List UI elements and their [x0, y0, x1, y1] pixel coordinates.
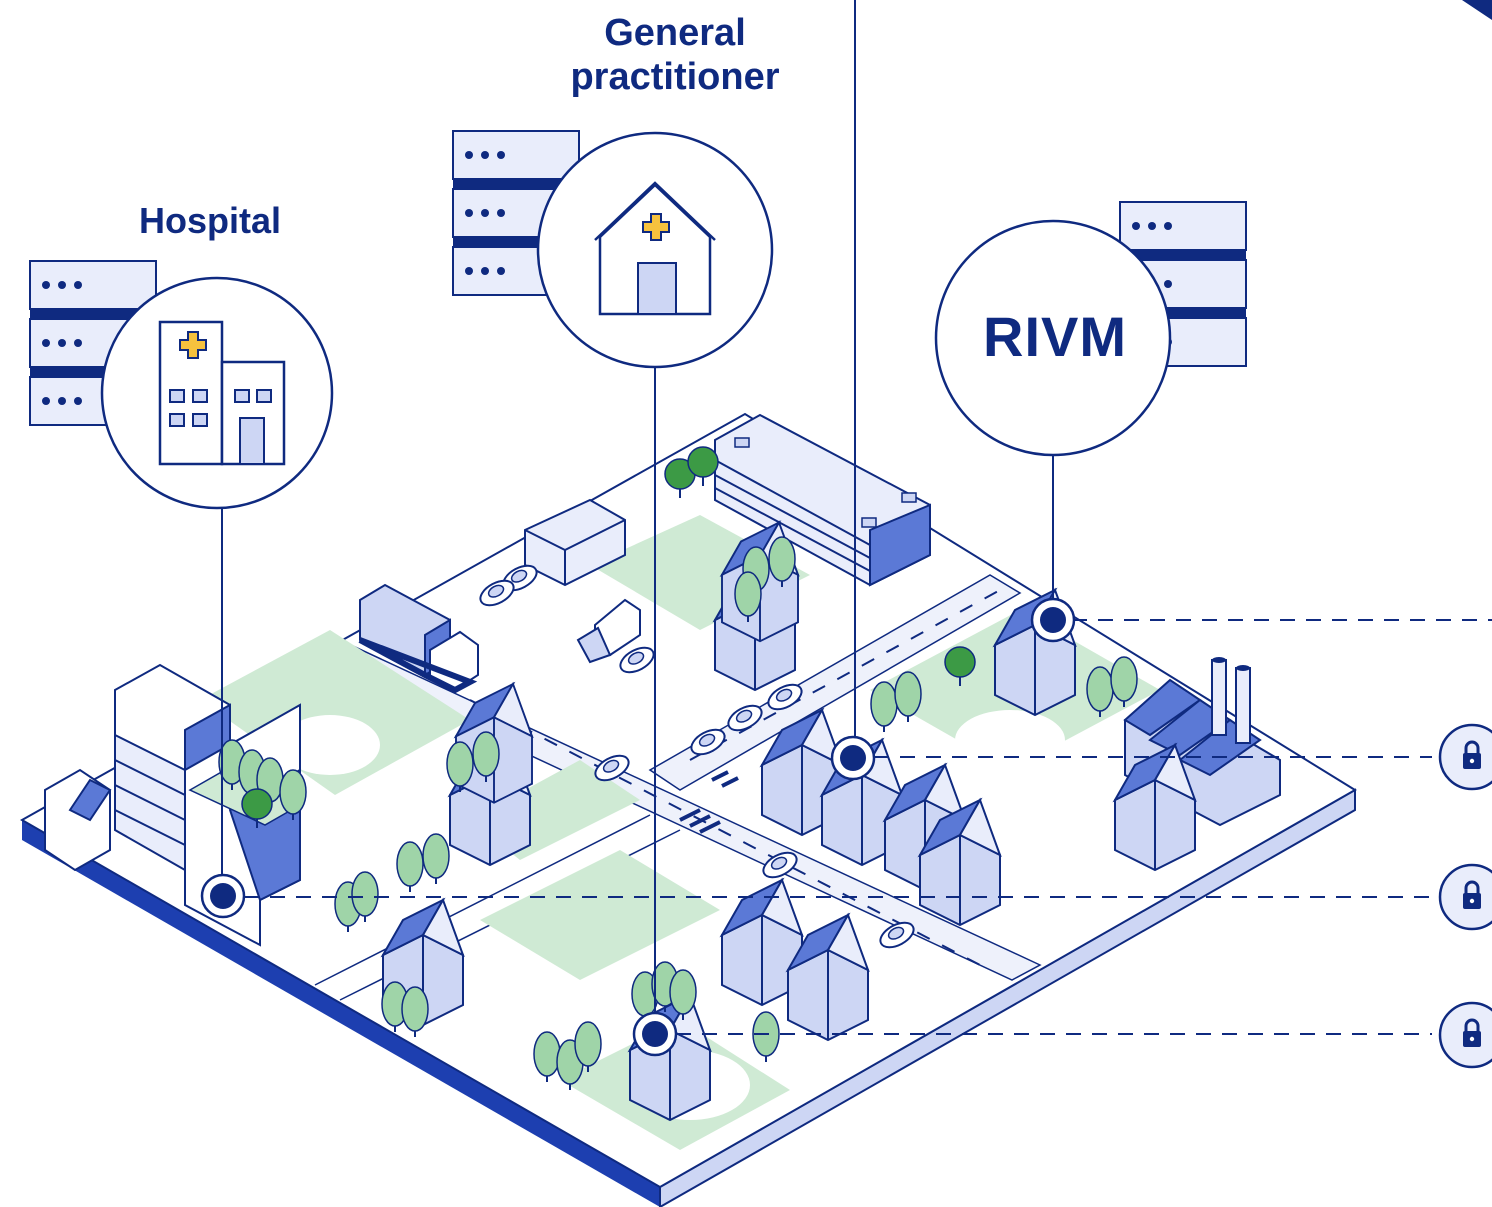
general-practitioner-label: General practitioner: [570, 12, 780, 98]
office-building: [714, 413, 931, 587]
padlock-icon: [1438, 723, 1492, 791]
hospital-label: Hospital: [138, 200, 281, 241]
connector-lines: [221, 0, 1492, 1035]
server-rack-icon: [29, 260, 157, 426]
server-rack-icon: [452, 130, 580, 296]
hospital-building-icon: [158, 320, 286, 466]
location-pin-icon: [830, 735, 876, 781]
padlock-icon: [1438, 863, 1492, 931]
location-pin-icon: [1030, 597, 1076, 643]
location-pin-icon: [632, 1011, 678, 1057]
delivery-van: [576, 598, 641, 664]
clinic-house-icon: [594, 181, 716, 316]
rivm-label: RIVM: [983, 305, 1127, 368]
gp-node: [452, 130, 774, 369]
corner-fragment: [1462, 0, 1492, 20]
semi-truck: [358, 583, 479, 694]
rivm-node: [934, 201, 1247, 457]
warehouse: [524, 498, 626, 587]
padlock-icon: [1438, 1001, 1492, 1069]
hospital-node: [29, 260, 334, 510]
server-rack-icon: [1119, 201, 1247, 367]
location-pin-icon: [200, 873, 246, 919]
